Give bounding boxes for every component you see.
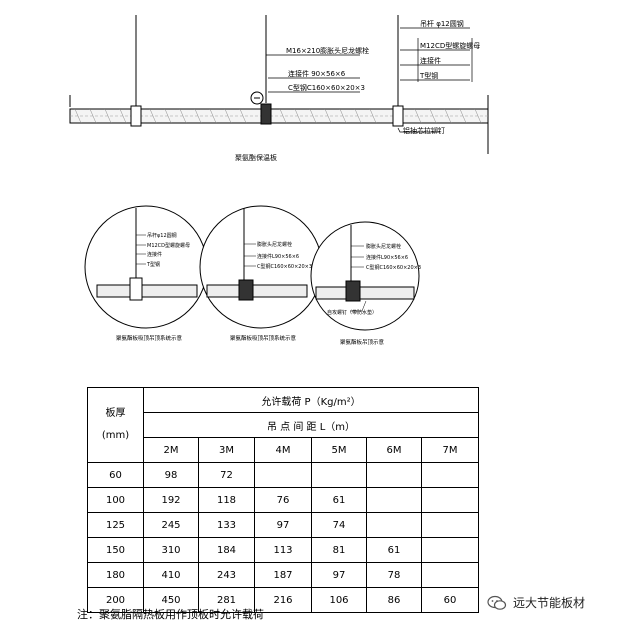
detail-circle-2: 膨胀头尼龙螺栓 连接件L90×56×6 C型钢C160×60×20×3 聚氨酯板… <box>199 205 323 342</box>
label-connector: 连接件 90×56×6 <box>288 69 346 78</box>
table-cell <box>366 487 422 513</box>
table-cell: 97 <box>254 512 312 538</box>
table-cell: 86 <box>366 587 422 613</box>
table-cell: 281 <box>198 587 255 613</box>
detail-3-callout: 自攻螺钉（带防水垫） <box>327 309 377 316</box>
row-thickness: 150 <box>87 537 144 563</box>
detail-1-label-4: T型钢 <box>146 261 160 268</box>
table-cell <box>366 462 422 488</box>
table-row: 180 410 243 187 97 78 <box>87 562 479 588</box>
row-thickness: 180 <box>87 562 144 588</box>
table-cell: 61 <box>366 537 422 563</box>
thickness-header: 板厚 (mm) <box>87 387 144 463</box>
table-cell: 61 <box>311 487 367 513</box>
detail-3-caption: 聚氨酯板吊顶示意 <box>340 338 385 346</box>
load-header: 允许载荷 P（Kg/m²） <box>143 387 479 413</box>
leader-lines <box>266 27 473 133</box>
table-cell: 187 <box>254 562 312 588</box>
table-cell <box>421 462 479 488</box>
table-cell: 243 <box>198 562 255 588</box>
detail-circle-1: 吊杆φ12圆钢 M12CD型螺旋螺母 连接件 T型钢 聚氨酯板吸顶吊顶系统示意 <box>84 205 208 342</box>
span-header: 吊 点 间 距 L（m） <box>143 412 479 438</box>
detail-1-label-3: 连接件 <box>147 251 162 258</box>
row-thickness: 125 <box>87 512 144 538</box>
detail-2-label-1: 膨胀头尼龙螺栓 <box>257 241 292 248</box>
hanger-rods <box>135 15 399 109</box>
table-cell: 76 <box>254 487 312 513</box>
table-cell: 133 <box>198 512 255 538</box>
footnote: 注：聚氨脂隔热板用作顶板时允许载荷 <box>77 608 264 621</box>
label-rivet: 铝抽芯拉铆钉 <box>403 126 445 135</box>
table-cell: 81 <box>311 537 367 563</box>
detail-1-caption: 聚氨酯板吸顶吊顶系统示意 <box>116 334 183 342</box>
span-col-header: 5M <box>311 437 367 463</box>
label-m12-nut: M12CD型螺旋螺母 <box>420 41 480 50</box>
table-cell: 60 <box>421 587 479 613</box>
table-cell: 118 <box>198 487 255 513</box>
table-row: 60 98 72 <box>87 462 479 488</box>
ceiling-panel-section <box>69 95 489 154</box>
label-t-steel: T型钢 <box>419 71 438 80</box>
caption-top-drawing: 聚氨酯保温板 <box>235 153 277 162</box>
detail-3-label-3: C型钢C160×60×20×3 <box>366 264 421 271</box>
row-thickness: 200 <box>87 587 144 613</box>
table-cell: 98 <box>143 462 199 488</box>
table-cell: 310 <box>143 537 199 563</box>
table-cell: 113 <box>254 537 312 563</box>
table-cell <box>254 462 312 488</box>
table-cell: 72 <box>198 462 255 488</box>
label-c-steel: C型钢C160×60×20×3 <box>288 83 365 92</box>
table-cell: 78 <box>366 562 422 588</box>
table-cell <box>366 512 422 538</box>
table-cell <box>421 537 479 563</box>
load-table: 板厚 (mm) 允许载荷 P（Kg/m²） 吊 点 间 距 L（m） 2M 3M… <box>87 387 479 613</box>
detail-3-label-1: 膨胀头尼龙螺栓 <box>366 243 401 250</box>
detail-2-label-3: C型钢C160×60×20×3 <box>257 263 312 270</box>
table-cell: 216 <box>254 587 312 613</box>
table-cell: 410 <box>143 562 199 588</box>
thickness-label: 板厚 <box>105 408 126 419</box>
table-row: 150 310 184 113 81 61 <box>87 537 479 563</box>
detail-circle-3: 膨胀头尼龙螺栓 连接件L90×56×6 C型钢C160×60×20×3 自攻螺钉… <box>310 221 421 346</box>
label-connector-2: 连接件 <box>420 56 441 65</box>
detail-1-label-2: M12CD型螺旋螺母 <box>147 242 190 249</box>
thickness-unit: (mm) <box>101 430 130 441</box>
table-cell <box>421 487 479 513</box>
wechat-icon <box>487 595 507 610</box>
span-col-header: 6M <box>366 437 422 463</box>
table-cell: 74 <box>311 512 367 538</box>
table-cell <box>421 512 479 538</box>
ceiling-diagram: M16×210膨胀头尼龙螺栓 连接件 90×56×6 C型钢C160×60×20… <box>69 15 489 346</box>
row-thickness: 60 <box>87 462 144 488</box>
table-cell: 245 <box>143 512 199 538</box>
table-row: 200 450 281 216 106 86 60 <box>87 587 479 613</box>
brand-name: 远大节能板材 <box>513 596 586 610</box>
detail-1-label-1: 吊杆φ12圆钢 <box>147 232 177 239</box>
span-col-header: 4M <box>254 437 312 463</box>
label-hanger-rod: 吊杆 φ12圆钢 <box>420 19 464 28</box>
span-col-header: 7M <box>421 437 479 463</box>
detail-3-label-2: 连接件L90×56×6 <box>366 254 408 261</box>
table-cell: 450 <box>143 587 199 613</box>
detail-2-caption: 聚氨酯板吸顶吊顶系统示意 <box>230 334 297 342</box>
table-cell <box>421 562 479 588</box>
brand-watermark: 远大节能板材 <box>487 594 585 611</box>
table-cell: 106 <box>311 587 367 613</box>
table-row: 125 245 133 97 74 <box>87 512 479 538</box>
span-col-header: 3M <box>198 437 255 463</box>
span-col-header: 2M <box>143 437 199 463</box>
detail-2-label-2: 连接件L90×56×6 <box>257 253 299 260</box>
table-cell: 97 <box>311 562 367 588</box>
table-row: 100 192 118 76 61 <box>87 487 479 513</box>
table-cell: 192 <box>143 487 199 513</box>
table-cell: 184 <box>198 537 255 563</box>
table-cell <box>311 462 367 488</box>
row-thickness: 100 <box>87 487 144 513</box>
hanger-fittings <box>130 91 404 127</box>
label-m16-bolt: M16×210膨胀头尼龙螺栓 <box>286 46 369 55</box>
